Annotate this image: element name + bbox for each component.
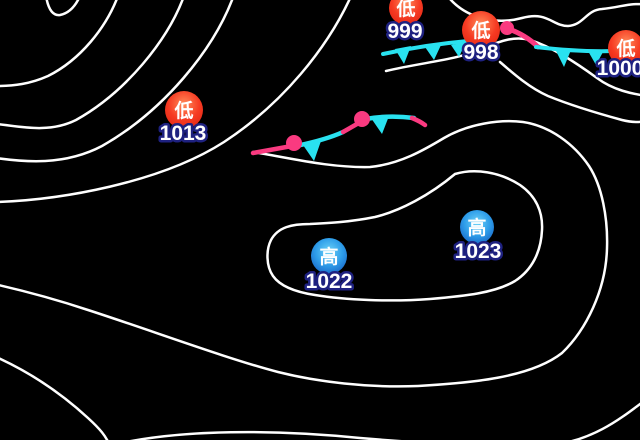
cold-front-triangle-icon: [451, 42, 466, 57]
cold-front-west: [381, 39, 470, 64]
low-symbol-text: 低: [395, 0, 415, 20]
cold-front-east: [534, 45, 617, 67]
warm-front-dot-icon: [354, 111, 370, 127]
high-symbol-text: 高: [319, 245, 338, 268]
isobar-line: [130, 402, 640, 440]
isobar-line: [0, 0, 118, 88]
warm-front-dot-icon: [286, 135, 302, 151]
high-symbol-text: 高: [467, 216, 486, 239]
cold-front-segment: [381, 39, 470, 56]
cold-front-triangle-icon: [395, 46, 411, 64]
isobar-line: [0, 0, 351, 204]
pressure-value-label: 1000: [597, 57, 640, 80]
high-badge-circle: [460, 210, 494, 244]
warm-front-segment: [409, 115, 428, 128]
pressure-value-label: 998: [463, 41, 498, 64]
cold-front-triangle-icon: [303, 141, 321, 161]
pressure-value-label: 1013: [160, 122, 207, 145]
stationary-front: [250, 111, 428, 161]
low-badge-circle: [165, 91, 203, 129]
warm-front-segment: [250, 143, 295, 156]
cold-front-triangle-icon: [371, 116, 389, 134]
front-lines: [250, 21, 617, 161]
low-badge-circle: [608, 30, 640, 66]
cold-front-triangle-icon: [588, 51, 603, 65]
low-badge-circle: [389, 0, 423, 25]
cold-front-triangle-icon: [425, 45, 441, 60]
isobar-line: [0, 357, 109, 440]
isobar-line: [0, 119, 609, 388]
pressure-value-label: 1023: [455, 240, 502, 263]
isobar-line: [0, 0, 234, 163]
isobar-line: [0, 0, 184, 130]
pressure-value-label: 999: [387, 20, 422, 43]
low-symbol-text: 低: [615, 37, 635, 60]
low-symbol-text: 低: [173, 99, 193, 122]
isobar-line: [498, 60, 640, 124]
high-badge-circle: [311, 238, 347, 274]
pressure-value-label: 1022: [306, 270, 353, 293]
low-symbol-text: 低: [470, 19, 490, 42]
warm-front-dot-icon: [500, 21, 514, 35]
isobar-line: [45, 0, 80, 17]
cold-front-triangle-icon: [555, 49, 571, 67]
warm-front-stub: [500, 21, 541, 50]
cold-front-segment: [534, 45, 617, 54]
low-badge-circle: [462, 11, 500, 49]
isobar-line: [266, 170, 544, 302]
